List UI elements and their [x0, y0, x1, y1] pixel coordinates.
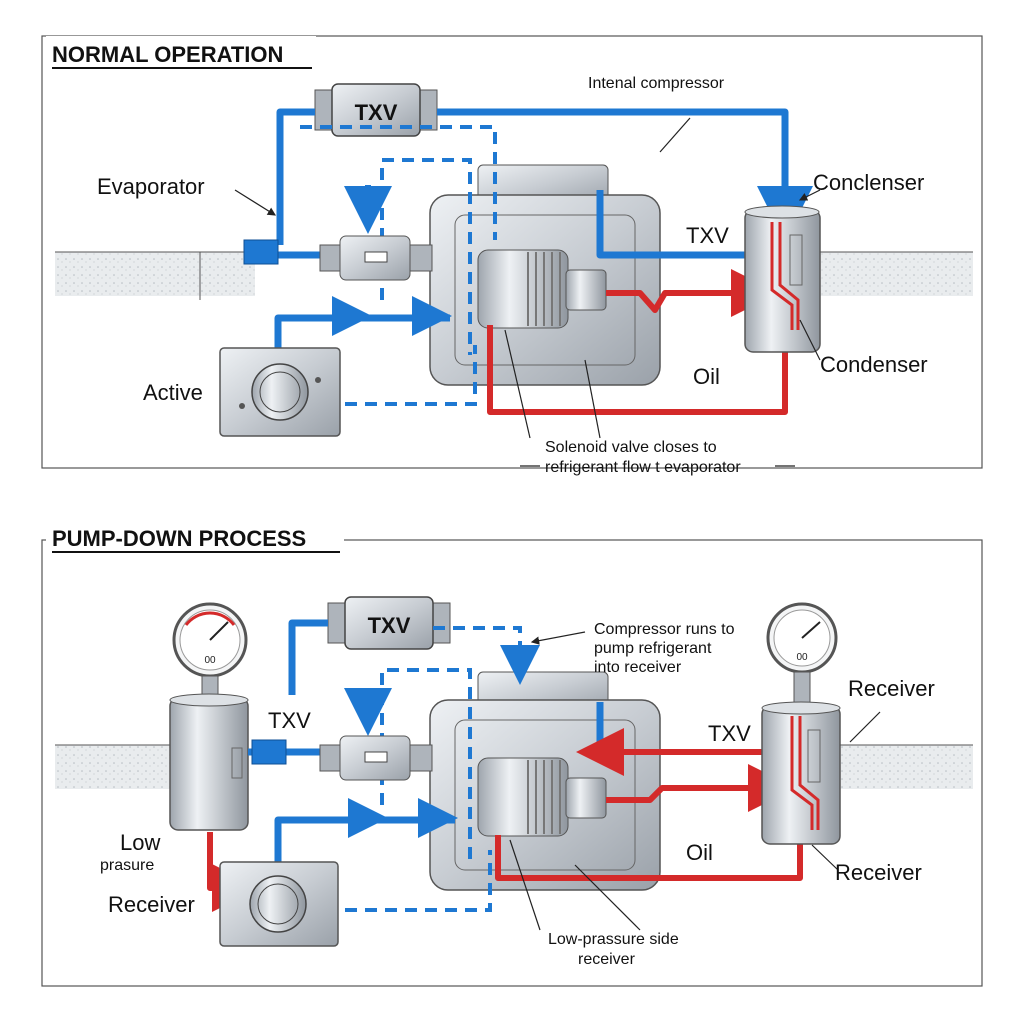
- panel-title: NORMAL OPERATION: [52, 42, 283, 67]
- evaporator-label: Evaporator: [97, 174, 205, 199]
- oil-label: Oil: [693, 364, 720, 389]
- compressor-unit: [429, 671, 661, 891]
- txv-box-label: TXV: [368, 613, 411, 638]
- right-receiver-cylinder: [761, 701, 841, 845]
- txv-right-label: TXV: [686, 223, 729, 248]
- receiver-left-label: Receiver: [108, 892, 195, 917]
- condenser-cylinder: [744, 205, 821, 353]
- left-pump-box: [219, 861, 339, 947]
- note-line-1: Solenoid valve closes to: [545, 439, 717, 456]
- ground-strip-left: [55, 745, 170, 789]
- ground-strip-right: [835, 745, 973, 789]
- receiver-bottom-right-label: Receiver: [835, 860, 922, 885]
- txv-box-label: TXV: [355, 100, 398, 125]
- note-line-1: Compressor runs to: [594, 621, 735, 638]
- right-pressure-gauge: 00: [766, 602, 838, 707]
- txv-valve: TXV: [327, 596, 451, 650]
- bottom-note-line-2: receiver: [578, 951, 636, 968]
- panel-frame: [41, 35, 983, 469]
- condenser-bottom-label: Condenser: [820, 352, 928, 377]
- panel-pump-down: PUMP-DOWN PROCESS 00: [41, 526, 983, 987]
- left-receiver-tank: [169, 693, 249, 831]
- oil-label: Oil: [686, 840, 713, 865]
- gauge-right-readout: 00: [796, 652, 808, 663]
- compressor-unit: [429, 164, 661, 386]
- ground-strip-right: [805, 252, 973, 296]
- note-line-2: pump refrigerant: [594, 640, 712, 657]
- note-line-3: into receiver: [594, 659, 682, 676]
- gauge-left-readout: 00: [204, 655, 216, 666]
- receiver-top-label: Receiver: [848, 676, 935, 701]
- ground-strip-left: [55, 252, 255, 296]
- txv-valve: TXV: [314, 83, 438, 137]
- panel-title: PUMP-DOWN PROCESS: [52, 526, 306, 551]
- solenoid-valve: [319, 735, 433, 781]
- evaporator-connector: [243, 239, 279, 265]
- internal-compressor-label: Intenal compressor: [588, 75, 725, 92]
- hot-refrigerant-lines: [487, 290, 788, 415]
- left-pressure-gauge: 00: [172, 602, 248, 699]
- low-pressure-line-2: prasure: [100, 857, 154, 874]
- txv-right-label: TXV: [708, 721, 751, 746]
- active-label: Active: [143, 380, 203, 405]
- condenser-top-label: Conclenser: [813, 170, 924, 195]
- bottom-note-line-1: Low-prassure side: [548, 931, 679, 948]
- low-pressure-line-1: Low: [120, 830, 160, 855]
- cold-refrigerant-lines: [262, 108, 789, 395]
- active-pump-box: [219, 347, 341, 437]
- panel-normal-operation: NORMAL OPERATION TXV: [41, 35, 983, 476]
- solenoid-valve: [319, 235, 433, 281]
- note-line-2: refrigerant flow t evaporator: [545, 459, 741, 476]
- panel-frame: [41, 539, 983, 987]
- txv-left-label: TXV: [268, 708, 311, 733]
